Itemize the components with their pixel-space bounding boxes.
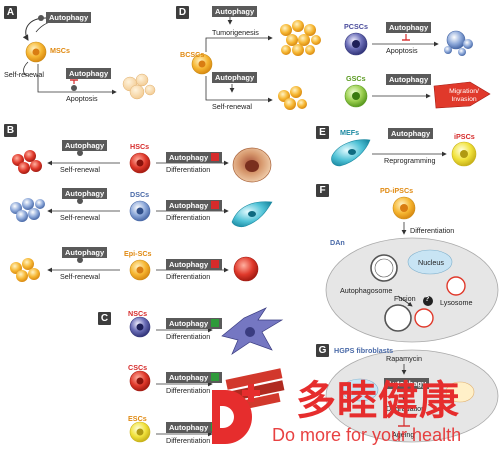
b-row3-autophagy-down: Autophagy [166,259,223,270]
c-row2-autophagy-up: Autophagy [166,372,223,383]
g-hgps-label: HGPS fibroblasts [334,346,394,355]
c-row3-autophagy-up-label: Autophagy [169,423,209,432]
b-row1-cell-label: HSCs [130,142,150,151]
panel-label-c: C [98,312,111,325]
neuron-cell [221,307,284,355]
d-tumorigenesis-text: Tumorigenesis [212,28,259,37]
d-autophagy-box-3: Autophagy [386,22,432,33]
dsc-cluster [10,198,45,222]
autophagosome-2 [384,304,412,332]
d-autophagy-box-4: Autophagy [386,74,432,85]
up-arrow-icon [211,373,220,382]
d-apoptosis-text: Apoptosis [386,46,418,55]
b-row1-self-renewal: Self-renewal [60,165,100,174]
c-row2-autophagy-up-label: Autophagy [169,373,209,382]
episc-cluster [10,258,40,282]
f-question-text: ? [425,296,430,303]
hsc-cluster [12,150,42,174]
a-apoptosis-text: Apoptosis [66,94,98,103]
c-row1-autophagy-up-label: Autophagy [169,319,209,328]
b-row3-cell-label: Epi-SCs [124,249,152,258]
g-degradation-text: Degradation [386,404,426,413]
migration-invasion-shape [433,81,491,109]
f-dan-label: DAn [330,238,345,247]
a-msc-label: MSCs [50,46,70,55]
logo-plus-h [242,390,260,396]
apoptotic-cell-cluster [122,73,156,100]
panel-label-f: F [316,184,329,197]
d-autophagy-box-2: Autophagy [212,72,258,83]
panel-label-g: G [316,344,329,357]
c-row3-differentiation: Differentiation [166,436,211,445]
c-row1-cell-label: NSCs [128,309,148,318]
b-row3-autophagy-box: Autophagy [62,247,108,258]
a-autophagy-box-2: Autophagy [66,68,112,79]
g-ageing-text: Ageing [392,430,415,439]
g-autophagy-box: Autophagy [384,378,430,389]
b-row2-self-renewal: Self-renewal [60,213,100,222]
hgps-fibroblast-body [325,349,499,443]
b-row2-differentiation: Differentiation [166,213,211,222]
apoptotic-pcsc [444,30,473,56]
f-pd-ipsc-label: PD-iPSCs [380,186,414,195]
question-marker [423,296,433,306]
c-row2-differentiation: Differentiation [166,386,211,395]
watermark-slogan: Do more for your health [272,425,462,445]
e-reprogramming-text: Reprogramming [384,156,436,165]
f-lysosome-text: Lysosome [440,298,473,307]
g-rapamycin-text: Rapamycin [386,354,422,363]
lysosome-2 [446,276,466,296]
b-row1-autophagy-down: Autophagy [166,152,223,163]
b-row2-autophagy-down-label: Autophagy [169,201,209,210]
c-row3-cell-label: ESCs [128,414,147,423]
d-bcsc-label: BCSCs [180,50,205,59]
dan-neuron-body [325,237,499,343]
a-self-renewal-text: Self-renewal [4,70,44,79]
watermark-brand: 多睦健康 [296,378,460,424]
f-nucleus-text: Nucleus [418,258,444,267]
b-row1-autophagy-box: Autophagy [62,140,108,151]
b-row3-self-renewal: Self-renewal [60,272,100,281]
b-row3-differentiation: Differentiation [166,272,211,281]
b-row1-autophagy-down-label: Autophagy [169,153,209,162]
a-autophagy-box-1: Autophagy [46,12,92,23]
b-row2-autophagy-box: Autophagy [62,188,108,199]
b-row2-cell-label: DSCs [130,190,150,199]
macrophage-cell [232,147,272,183]
tumor-cluster [280,20,321,56]
f-fusion-text: Fusion [394,294,416,303]
panel-label-a: A [4,6,17,19]
d-migration-text: Migration/ Invasion [449,88,479,103]
panel-label-d: D [176,6,189,19]
panel-label-e: E [316,126,329,139]
e-autophagy-box: Autophagy [388,128,434,139]
c-row1-autophagy-up: Autophagy [166,318,223,329]
logo-d-hole [220,406,234,428]
b-row2-autophagy-down: Autophagy [166,200,223,211]
f-autophagosome-text: Autophagosome [340,286,393,295]
b-row1-differentiation: Differentiation [166,165,211,174]
f-differentiation-text: Differentiation [410,226,455,235]
d-pcsc-label: PCSCs [344,22,368,31]
panel-label-b: B [4,124,17,137]
self-renewed-cluster [278,86,307,110]
down-arrow-icon [211,260,220,269]
differentiated-red-cell [233,256,259,282]
e-ipsc-label: iPSCs [454,132,475,141]
lysosome-1 [414,308,434,328]
d-self-renewal-text: Self-renewal [212,102,252,111]
c-row2-cell-label: CSCs [128,363,148,372]
down-arrow-icon [211,153,220,162]
watermark-logo [212,384,262,446]
up-arrow-icon [211,319,220,328]
nucleus [407,249,453,275]
d-autophagy-box-1: Autophagy [212,6,258,17]
e-mef-label: MEFs [340,128,360,137]
d-gsc-label: GSCs [346,74,366,83]
b-row3-autophagy-down-label: Autophagy [169,260,209,269]
down-arrow-icon [211,201,220,210]
c-row1-differentiation: Differentiation [166,332,211,341]
